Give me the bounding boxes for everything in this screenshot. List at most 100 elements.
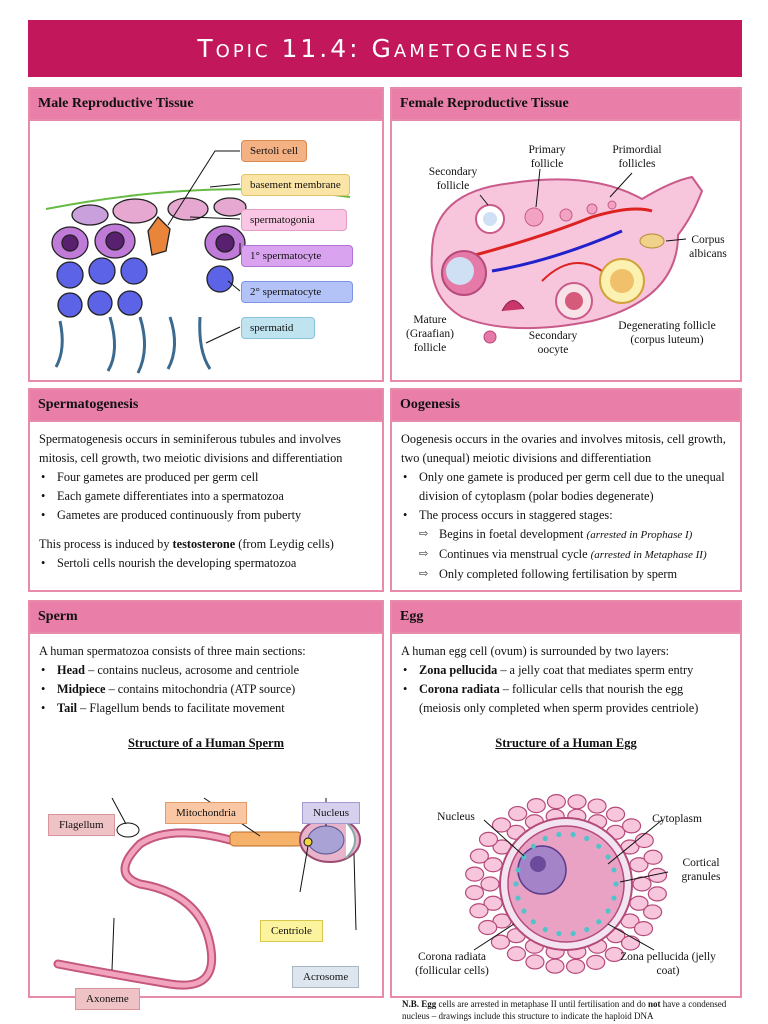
spermatogenesis-intro: Spermatogenesis occurs in seminiferous t… (39, 432, 343, 465)
cortical-granule (513, 881, 519, 887)
label-acrosome: Acrosome (292, 966, 360, 988)
corona-cell (478, 831, 499, 848)
sperm-header: Sperm (30, 602, 382, 634)
list-item: Midpiece – contains mitochondria (ATP so… (39, 680, 373, 699)
cortical-granule (596, 919, 602, 925)
label-degenerating-follicle: Degenerating follicle (corpus luteum) (618, 320, 716, 346)
cortical-granule (556, 930, 562, 937)
label-nucleus: Nucleus (302, 802, 361, 824)
cortical-granule (611, 895, 617, 901)
egg-header: Egg (392, 602, 740, 634)
label-mature-follicle: Mature (Graafian) follicle (406, 314, 454, 354)
stage-item: Only completed following fertilisation b… (401, 565, 731, 584)
oogenesis-intro: Oogenesis occurs in the ovaries and invo… (401, 432, 726, 465)
egg-intro: A human egg cell (ovum) is surrounded by… (401, 644, 670, 658)
corona-cell (567, 794, 587, 810)
oogenesis-header: Oogenesis (392, 390, 740, 422)
cortical-granule (584, 835, 590, 842)
label-centriole: Centriole (260, 920, 323, 942)
corona-cell (464, 885, 485, 901)
spermatogenesis-header: Spermatogenesis (30, 390, 382, 422)
cortical-granule (515, 895, 521, 901)
corona-cell (506, 946, 527, 962)
label-axoneme: Axoneme (75, 988, 140, 1010)
seminiferous-tissue-diagram (45, 150, 351, 374)
list-item: Corona radiata – follicular cells that n… (401, 680, 731, 699)
cortical-granule (611, 867, 617, 873)
label-zona-pellucida: Zona pellucida (jelly coat) (620, 951, 716, 977)
corona-cell (508, 805, 528, 822)
list-item: The process occurs in staggered stages: (401, 506, 731, 525)
list-item: Head – contains nucleus, acrosome and ce… (39, 661, 373, 680)
cortical-granule (584, 926, 590, 933)
corona-cell (480, 876, 500, 892)
corona-cell (525, 954, 545, 970)
induced-statement: This process is induced by testosterone … (39, 537, 334, 551)
cortical-granule (596, 843, 602, 849)
label-secondary-follicle: Secondary follicle (428, 166, 478, 192)
label-secondary-spermatocyte: 2° spermatocyte (241, 281, 353, 303)
cortical-granule (530, 843, 536, 849)
corona-cell (465, 866, 485, 882)
label-corpus-albicans: Corpus albicans (689, 234, 727, 260)
corona-cell (491, 817, 512, 833)
list-item: Zona pellucida – a jelly coat that media… (401, 661, 731, 680)
stage-item: Begins in foetal development (arrested i… (401, 525, 731, 545)
male-tissue-panel: Male Reproductive Tissue (28, 87, 384, 382)
label-spermatid: spermatid (241, 317, 315, 339)
ovary-diagram (430, 168, 704, 344)
label-secondary-oocyte: Secondary oocyte (528, 330, 578, 356)
corona-cell (643, 849, 663, 865)
oogenesis-panel: Oogenesis Oogenesis occurs in the ovarie… (390, 388, 742, 592)
label-corona-radiata: Corona radiata (follicular cells) (415, 951, 489, 977)
corona-cell (565, 958, 586, 974)
corona-cell (490, 934, 511, 950)
cortical-granule (515, 867, 521, 873)
list-item: Only one gamete is produced per germ cel… (401, 468, 731, 506)
list-item: Sertoli cells nourish the developing spe… (39, 554, 373, 573)
label-mitochondria: Mitochondria (165, 802, 247, 824)
label-cytoplasm: Cytoplasm (652, 813, 702, 825)
corona-cell (526, 798, 546, 814)
cortical-granule (605, 908, 611, 914)
corona-cell (620, 935, 641, 951)
corona-cell (642, 904, 663, 920)
cortical-granule (521, 854, 527, 860)
label-spermatogonia: spermatogonia (241, 209, 347, 231)
cortical-granule (605, 854, 611, 860)
corona-cell (586, 954, 606, 970)
egg-diagram (464, 794, 669, 974)
list-item: Each gamete differentiates into a sperma… (39, 487, 373, 506)
list-item: Tail – Flagellum bends to facilitate mov… (39, 699, 373, 718)
corona-cell (545, 958, 565, 974)
label-egg-nucleus: Nucleus (437, 811, 475, 823)
spermatogenesis-panel: Spermatogenesis Spermatogenesis occurs i… (28, 388, 384, 592)
cortical-granule (570, 930, 576, 937)
female-tissue-header: Female Reproductive Tissue (392, 89, 740, 121)
label-basement-membrane: basement membrane (241, 174, 350, 196)
corona-cell (604, 946, 624, 963)
sperm-diagram (53, 797, 361, 990)
cortical-granule (556, 831, 562, 838)
list-item: Four gametes are produced per germ cell (39, 468, 373, 487)
page-title: Topic 11.4: Gametogenesis (28, 20, 742, 77)
label-primordial-follicles: Primordial follicles (612, 144, 662, 170)
corona-cell (621, 818, 642, 834)
cortical-granule (530, 919, 536, 925)
corona-cell (634, 832, 654, 849)
label-primary-follicle: Primary follicle (528, 144, 566, 170)
egg-note: (meiosis only completed when sperm provi… (419, 701, 699, 715)
male-tissue-header: Male Reproductive Tissue (30, 89, 382, 121)
egg-nb-note: N.B. Egg cells are arrested in metaphase… (402, 999, 727, 1021)
corona-cell (647, 886, 667, 902)
label-primary-spermatocyte: 1° spermatocyte (241, 245, 353, 267)
label-sertoli-cell: Sertoli cell (241, 140, 307, 162)
cortical-granule (542, 835, 548, 842)
sperm-intro: A human spermatozoa consists of three ma… (39, 644, 306, 658)
corona-cell (647, 867, 668, 883)
corona-cell (633, 920, 654, 937)
label-flagellum: Flagellum (48, 814, 115, 836)
cortical-granule (570, 831, 576, 838)
corona-cell (546, 794, 567, 810)
corona-cell (605, 806, 626, 822)
